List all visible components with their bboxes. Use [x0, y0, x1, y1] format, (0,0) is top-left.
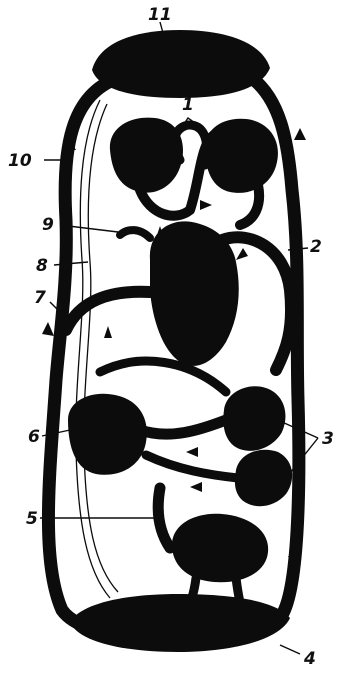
inner-vessel-line-2: [84, 104, 118, 592]
lower-organ: [172, 514, 268, 582]
vessel-5: [158, 488, 170, 548]
organ-11-capillary-bed: [92, 30, 270, 98]
flow-arrow-inner-3: [200, 200, 212, 210]
leader-4: [280, 645, 300, 654]
flow-arrow-right-up: [294, 128, 306, 140]
label-5: 5: [26, 509, 38, 529]
organ-4-capillary-bed: [70, 594, 290, 652]
portal-vessel-band-3: [100, 361, 226, 392]
vessel-9: [120, 230, 150, 238]
flow-arrow-inner-2: [104, 326, 112, 338]
label-1: 1: [182, 95, 194, 115]
flow-arrow-left-up: [42, 322, 54, 336]
portal-vessel-band-2: [146, 455, 238, 478]
label-2: 2: [310, 237, 322, 257]
label-4: 4: [303, 649, 316, 669]
label-6: 6: [28, 427, 40, 447]
organ-3-upper-bed: [223, 386, 285, 451]
organ-1-left-lung: [110, 118, 183, 193]
label-3: 3: [322, 429, 334, 449]
label-7: 7: [34, 288, 46, 308]
label-11: 11: [148, 5, 172, 25]
label-8: 8: [36, 256, 48, 276]
flow-arrow-inner-6: [236, 248, 248, 260]
organ-3-lower-bed: [235, 450, 292, 507]
flow-arrow-inner-5: [190, 482, 202, 492]
label-10: 10: [8, 151, 32, 171]
portal-vessel-band: [140, 420, 226, 434]
flow-arrow-inner-4: [186, 447, 198, 457]
vessel-7: [66, 292, 150, 330]
inner-vessel-line: [76, 100, 110, 598]
organ-6-capillary-bed: [68, 394, 147, 475]
label-9: 9: [42, 215, 54, 235]
